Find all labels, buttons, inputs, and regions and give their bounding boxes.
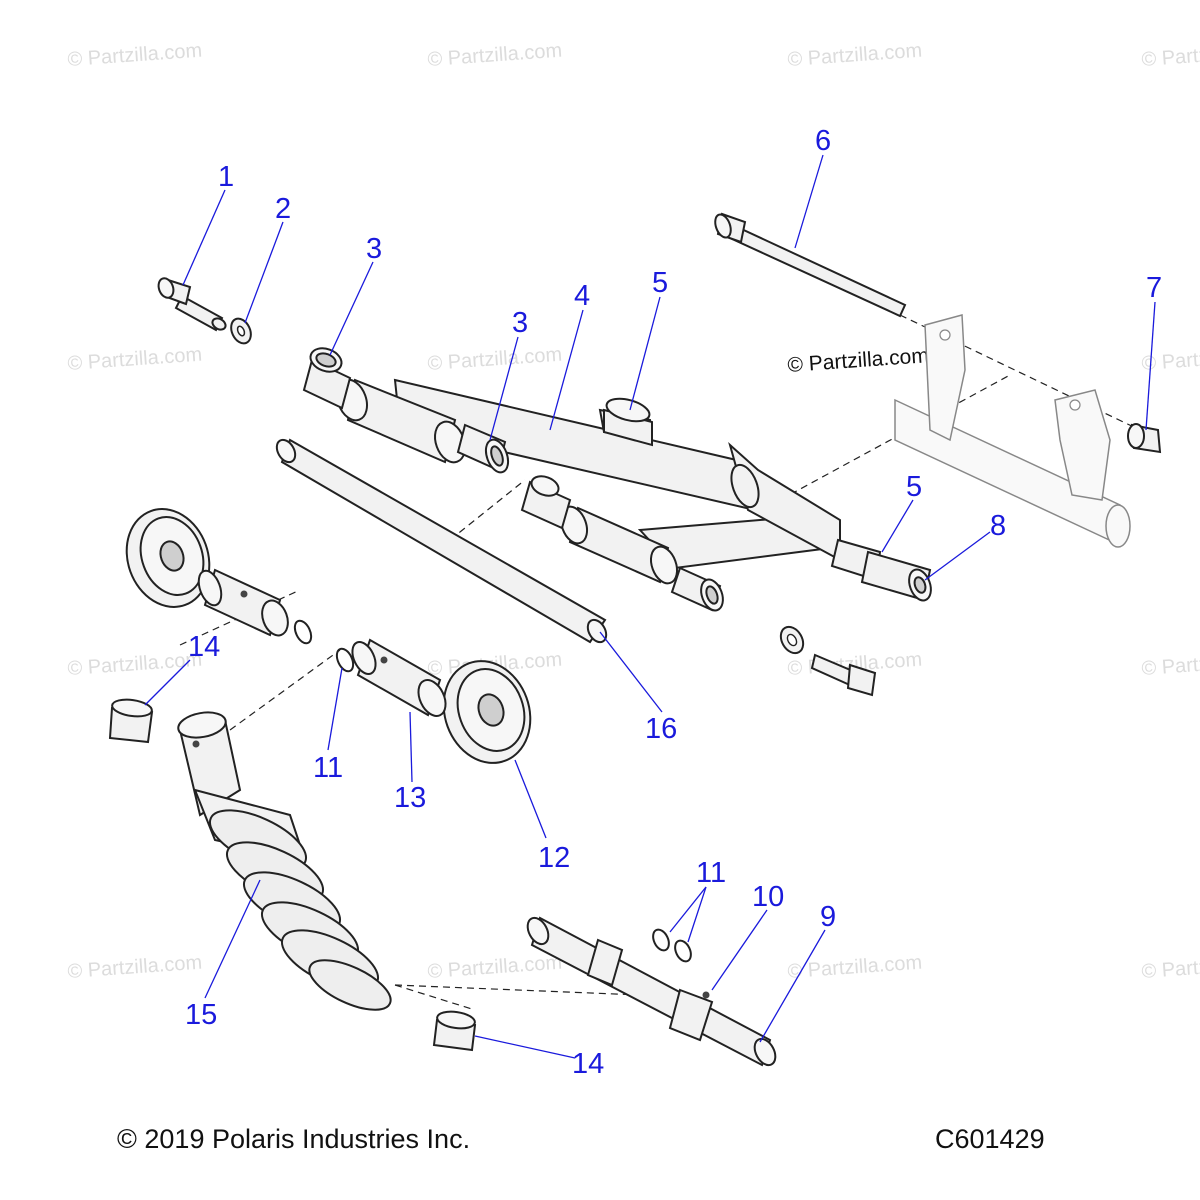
bushing-part-3[interactable] xyxy=(302,344,352,410)
callout-4: 4 xyxy=(574,280,590,312)
oring-part-11-b[interactable] xyxy=(334,646,357,674)
watermark: © Partzilla.com xyxy=(427,344,563,375)
callout-3: 3 xyxy=(366,233,382,265)
callout-5: 5 xyxy=(906,471,922,503)
oring-part-11-c[interactable] xyxy=(650,927,694,964)
watermark: © Partzilla.com xyxy=(67,344,203,375)
bushing-part-3d[interactable] xyxy=(670,566,727,613)
bushing-part-5b[interactable] xyxy=(830,538,935,603)
watermark: © Partzilla.com xyxy=(67,952,203,983)
spacer-part-13-left[interactable] xyxy=(194,568,292,639)
a-arm-part-4[interactable] xyxy=(332,375,841,586)
callout-10: 10 xyxy=(752,881,784,913)
callout-5: 5 xyxy=(652,267,668,299)
callout-3: 3 xyxy=(512,307,528,339)
callout-14: 14 xyxy=(188,631,220,663)
callout-9: 9 xyxy=(820,901,836,933)
callout-6: 6 xyxy=(815,125,831,157)
nut-part-7[interactable] xyxy=(1127,423,1162,454)
bolt-part-8[interactable] xyxy=(776,623,877,697)
watermark: © Partzilla.com xyxy=(1141,649,1200,680)
watermark: © Partzilla.com xyxy=(787,952,923,983)
callout-8: 8 xyxy=(990,510,1006,542)
bolt-part-1[interactable] xyxy=(156,276,228,332)
shaft-part-16[interactable] xyxy=(273,437,610,646)
bushing-part-5[interactable] xyxy=(598,395,654,447)
wheel-part-12-left[interactable] xyxy=(113,497,222,618)
bushing-part-14-top[interactable] xyxy=(108,697,154,744)
watermark: © Partzilla.com xyxy=(67,649,203,680)
watermark: © Partzilla.com xyxy=(427,952,563,983)
leader-lines xyxy=(144,154,1156,1059)
callout-11: 11 xyxy=(696,857,726,889)
oring-part-11-a[interactable] xyxy=(292,618,315,646)
bushing-part-3c[interactable] xyxy=(520,473,572,530)
callout-1: 1 xyxy=(218,161,234,193)
callout-7: 7 xyxy=(1146,272,1162,304)
bushing-part-14-bottom[interactable] xyxy=(432,1009,477,1052)
watermark: © Partzilla.com xyxy=(67,40,203,71)
callout-12: 12 xyxy=(538,842,570,874)
wheel-part-12[interactable] xyxy=(430,649,545,775)
watermark: © Partzilla.com xyxy=(427,40,563,71)
copyright-text: © 2019 Polaris Industries Inc. xyxy=(117,1124,470,1154)
callout-11: 11 xyxy=(313,752,343,784)
callout-2: 2 xyxy=(275,193,291,225)
frame-bracket xyxy=(894,314,1131,548)
diagram-id: C601429 xyxy=(935,1124,1045,1154)
callouts: 1 2 3 3 4 5 5 6 7 8 9 10 11 11 12 13 14 … xyxy=(185,125,1162,1080)
watermark-strong: © Partzilla.com xyxy=(787,344,930,377)
callout-15: 15 xyxy=(185,999,217,1031)
shock-absorber-part-15[interactable] xyxy=(176,709,397,1020)
spacer-part-13[interactable] xyxy=(348,638,451,720)
washer-part-2[interactable] xyxy=(227,315,254,346)
callout-14: 14 xyxy=(572,1048,604,1080)
watermark: © Partzilla.com xyxy=(1141,40,1200,71)
callout-13: 13 xyxy=(394,782,426,814)
fitting-part-10[interactable] xyxy=(702,991,710,999)
shaft-part-9[interactable] xyxy=(523,914,779,1068)
callout-16: 16 xyxy=(645,713,677,745)
watermark: © Partzilla.com xyxy=(1141,952,1200,983)
long-bolt-part-6[interactable] xyxy=(712,212,907,318)
watermark: © Partzilla.com xyxy=(787,40,923,71)
